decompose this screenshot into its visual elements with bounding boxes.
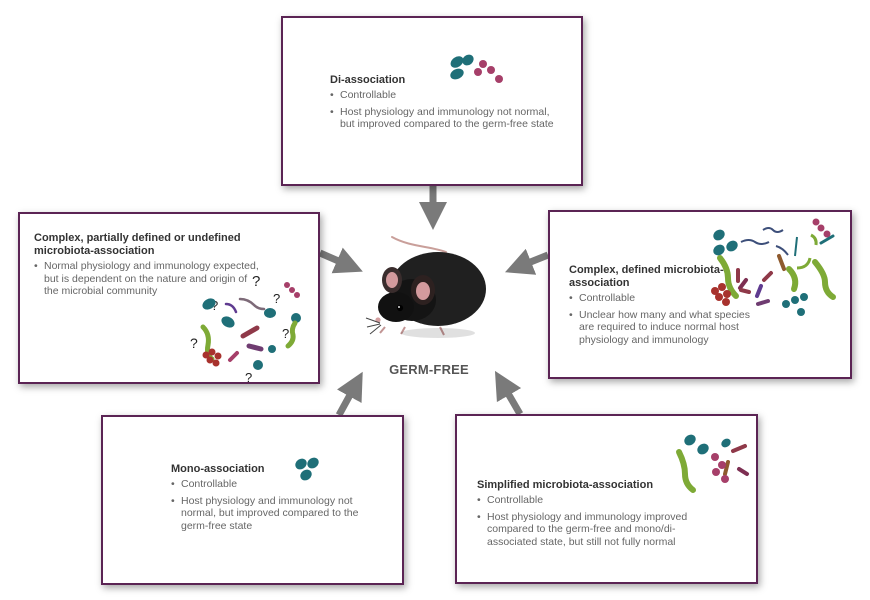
mono-association-bullet-2: Host physiology and immunology not norma… [171,495,386,533]
complex-defined-bullet-1-text: Controllable [579,292,636,304]
mouse-tail [391,236,447,253]
di-association-content: Di-association Controllable Host physiol… [330,74,565,135]
di-association-bullets: Controllable Host physiology and immunol… [330,89,565,131]
complex-partial-card [18,212,320,384]
di-association-bullet-2: Host physiology and immunology not norma… [330,106,565,131]
complex-defined-bullets: Controllable Unclear how many and what s… [569,292,759,346]
complex-partial-bullets: Normal physiology and immunology expecte… [34,260,262,298]
mono-association-bullet-2-text: Host physiology and immunology not norma… [181,494,359,532]
di-association-bullet-1: Controllable [330,89,565,102]
di-association-bullet-2-text: Host physiology and immunology not norma… [340,105,554,131]
arrow-from-complex-defined [505,248,550,275]
arrow-from-complex-partial [318,247,363,274]
complex-partial-bullet-1-text: Normal physiology and immunology expecte… [44,260,259,297]
mono-association-content: Mono-association Controllable Host physi… [171,463,386,536]
simplified-content: Simplified microbiota-association Contro… [477,479,697,552]
mono-association-title: Mono-association [171,463,265,475]
complex-defined-bullet-2-text: Unclear how many and what species are re… [579,308,751,346]
simplified-bullet-2: Host physiology and immunology improved … [477,511,697,549]
complex-defined-bullet-1: Controllable [569,292,759,305]
germ-free-label: GERM-FREE [389,362,469,377]
complex-partial-title: Complex, partially defined or undefined … [34,232,241,257]
di-association-title: Di-association [330,74,406,86]
simplified-bullet-1-text: Controllable [487,494,544,506]
arrow-from-mono-association [335,371,363,417]
mono-association-bullets: Controllable Host physiology and immunol… [171,478,386,532]
mouse-body [365,252,486,338]
arrow-from-simplified [494,370,524,416]
simplified-bullet-2-text: Host physiology and immunology improved … [487,510,688,548]
mono-association-bullet-1: Controllable [171,478,386,491]
mono-association-bullet-1-text: Controllable [181,478,238,490]
complex-defined-content: Complex, defined microbiota-association … [569,264,759,350]
complex-partial-content: Complex, partially defined or undefined … [34,232,262,302]
simplified-bullets: Controllable Host physiology and immunol… [477,494,697,548]
complex-partial-bullet-1: Normal physiology and immunology expecte… [34,260,262,298]
simplified-title: Simplified microbiota-association [477,479,654,491]
complex-defined-bullet-2: Unclear how many and what species are re… [569,309,759,347]
simplified-bullet-1: Controllable [477,494,697,507]
di-association-bullet-1-text: Controllable [340,89,397,101]
complex-defined-title: Complex, defined microbiota-association [569,264,724,289]
